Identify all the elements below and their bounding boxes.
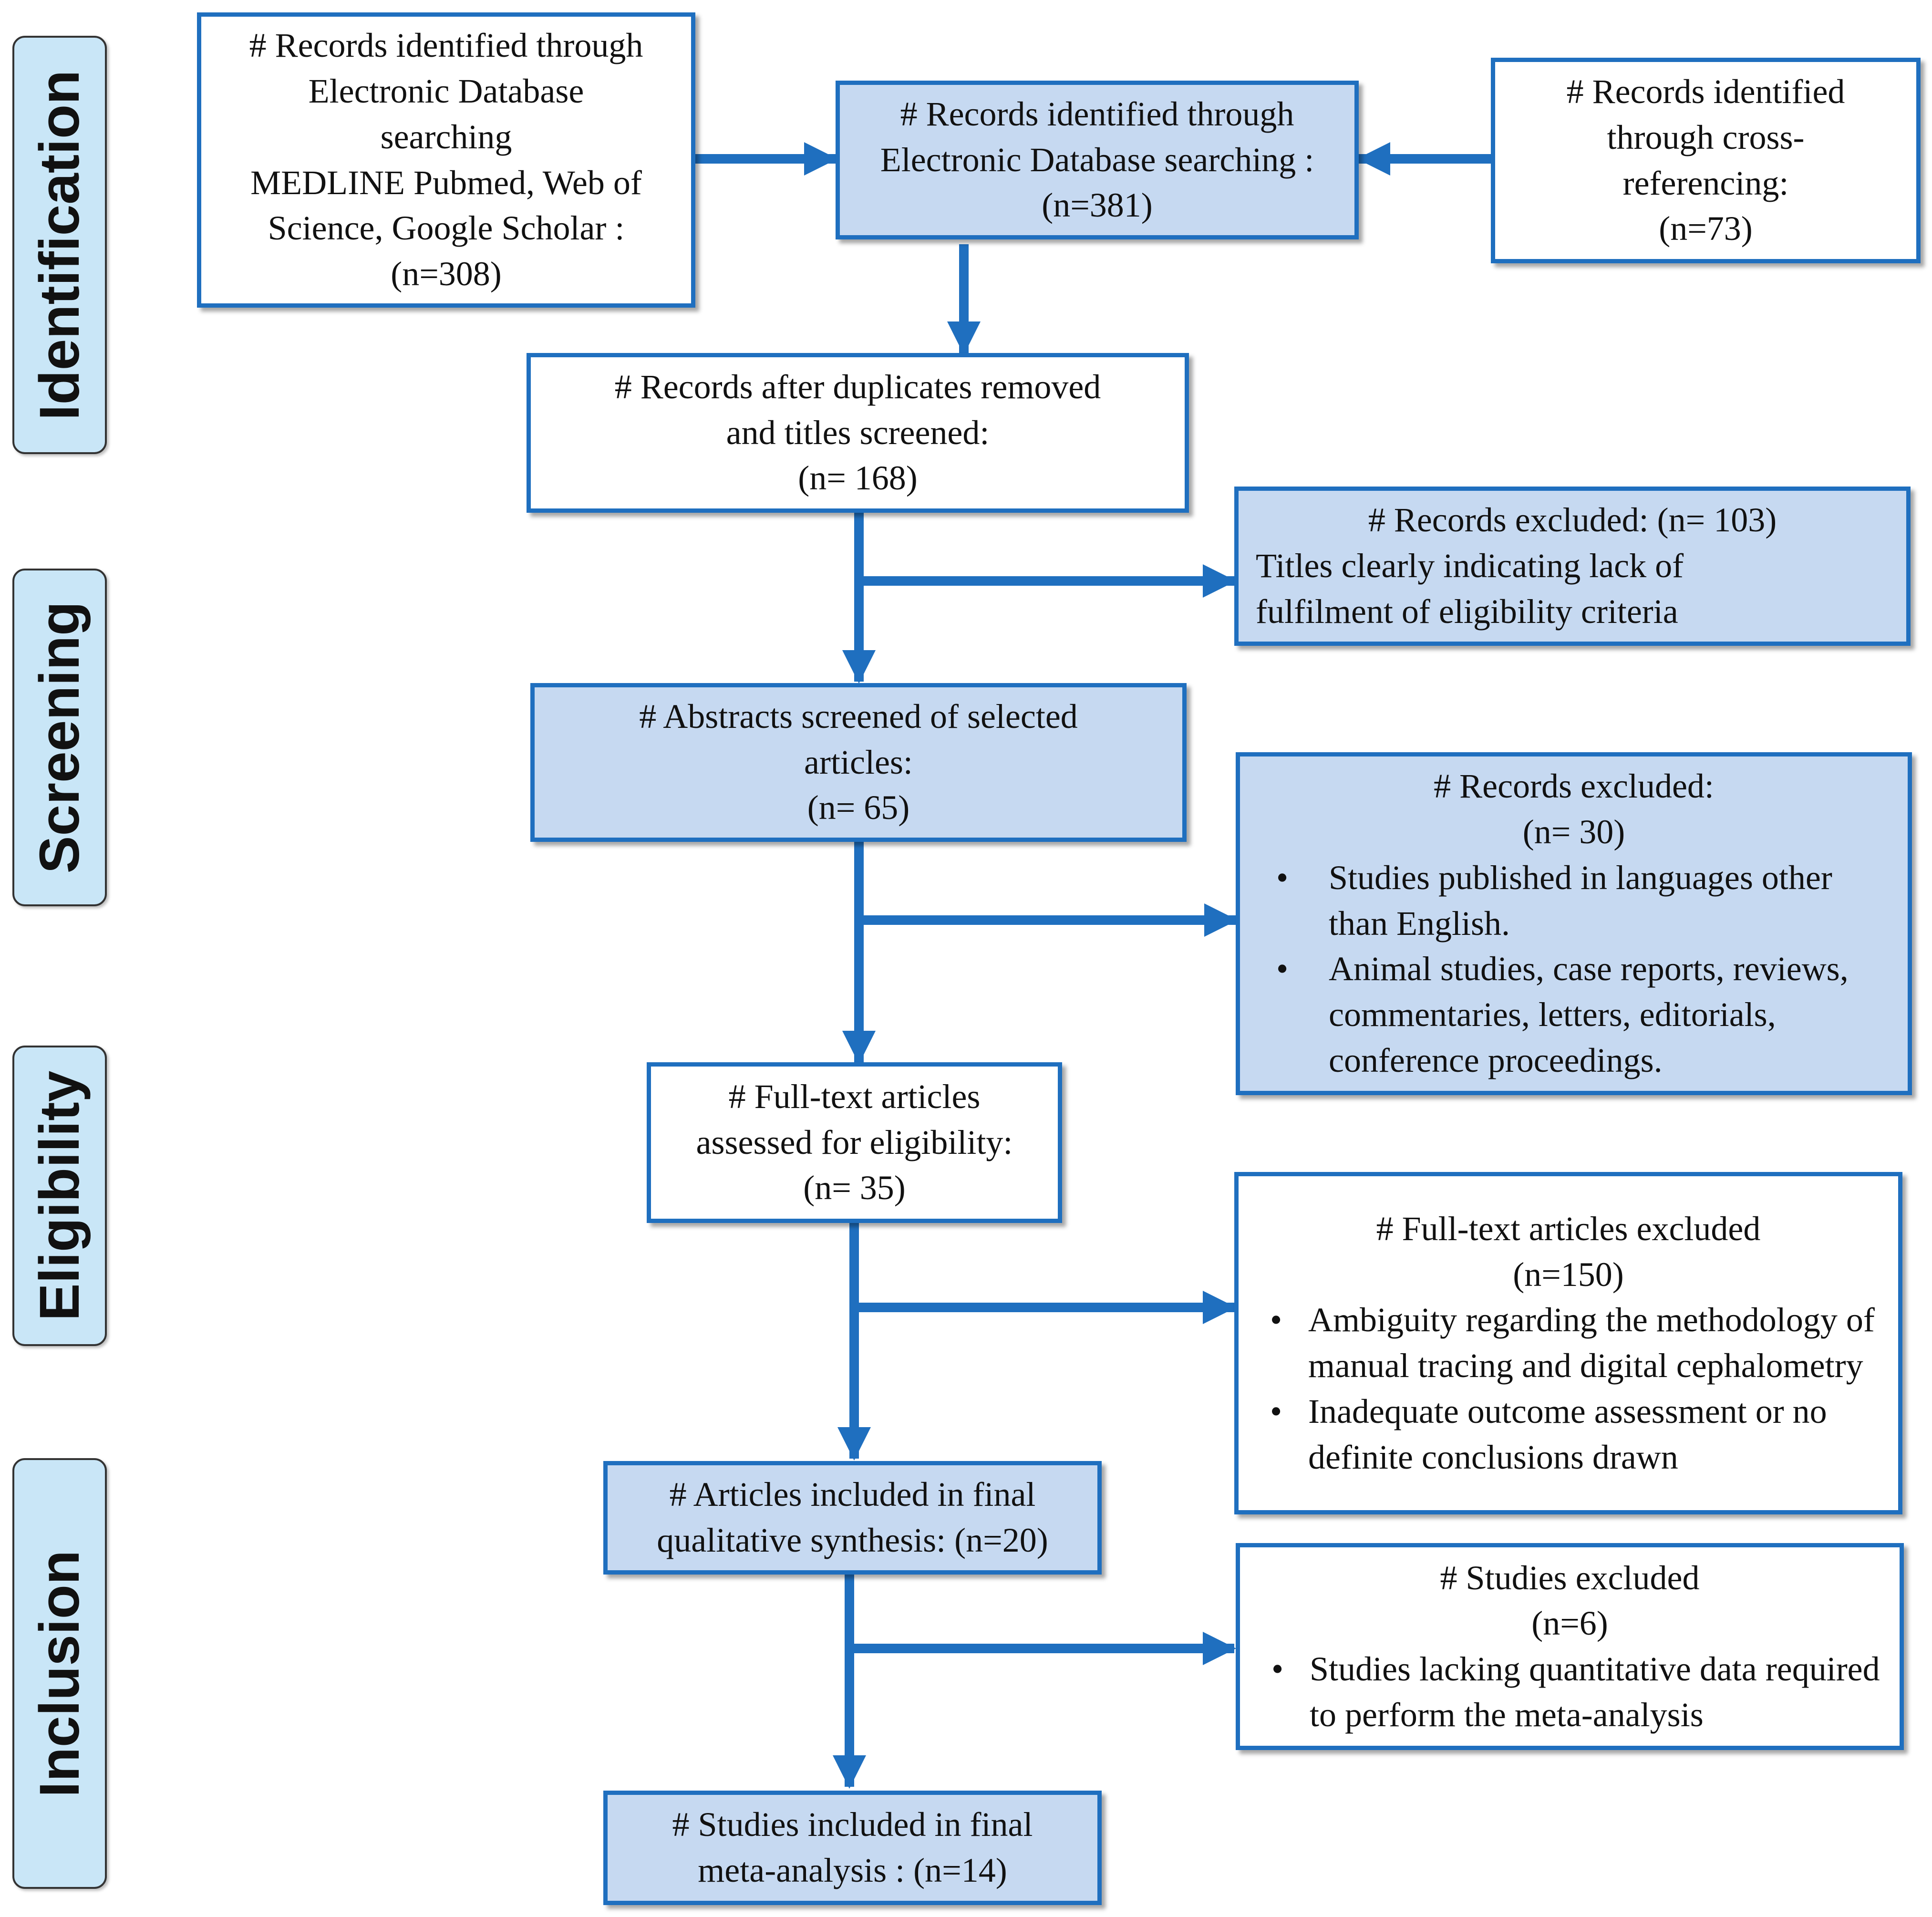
text-line: # Abstracts screened of selected bbox=[639, 697, 1078, 736]
list-item: Animal studies, case reports, reviews, c… bbox=[1257, 946, 1891, 1083]
text-line: through cross- bbox=[1607, 118, 1805, 156]
list-item: Ambiguity regarding the methodology of m… bbox=[1256, 1297, 1881, 1389]
fulltext-box: # Full-text articles assessed for eligib… bbox=[647, 1062, 1062, 1223]
text-line: searching bbox=[380, 117, 512, 156]
box-count: (n=6) bbox=[1531, 1604, 1608, 1643]
text-line: fulfilment of eligibility criteria bbox=[1256, 592, 1678, 631]
phase-label-inclusion: Inclusion bbox=[12, 1458, 107, 1889]
box-heading: # Records excluded: (n= 103) bbox=[1368, 501, 1777, 539]
excluded-abstracts-box: # Records excluded: (n= 30) Studies publ… bbox=[1236, 752, 1912, 1095]
text-line: qualitative synthesis: (n=20) bbox=[657, 1521, 1048, 1559]
text-line: Electronic Database searching : bbox=[880, 140, 1314, 179]
phase-label-eligibility: Eligibility bbox=[12, 1046, 107, 1346]
phase-inclusion-text: Inclusion bbox=[28, 1550, 91, 1797]
after-duplicates-box: # Records after duplicates removed and t… bbox=[527, 353, 1189, 513]
text-line: MEDLINE Pubmed, Web of bbox=[250, 163, 642, 202]
box-heading: # Studies excluded bbox=[1440, 1558, 1700, 1597]
text-line: # Studies included in final bbox=[672, 1805, 1033, 1844]
qualitative-synthesis-box: # Articles included in final qualitative… bbox=[603, 1461, 1102, 1575]
text-line: (n= 168) bbox=[798, 459, 918, 497]
box-heading: # Records excluded: bbox=[1434, 767, 1714, 806]
exclusion-reason-list: Ambiguity regarding the methodology of m… bbox=[1256, 1297, 1881, 1480]
phase-eligibility-text: Eligibility bbox=[28, 1070, 91, 1321]
list-item: Studies lacking quantitative data requir… bbox=[1257, 1647, 1882, 1738]
list-item: Studies published in languages other tha… bbox=[1257, 855, 1891, 947]
text-line: # Records after duplicates removed bbox=[614, 367, 1101, 406]
box-heading: # Full-text articles excluded bbox=[1376, 1209, 1761, 1248]
text-line: # Records identified through bbox=[900, 94, 1294, 133]
text-line: (n=381) bbox=[1042, 186, 1153, 225]
text-line: # Records identified through bbox=[249, 26, 643, 65]
text-line: (n=73) bbox=[1659, 209, 1753, 248]
text-line: (n= 35) bbox=[803, 1169, 906, 1207]
list-item: Inadequate outcome assessment or no defi… bbox=[1256, 1389, 1881, 1481]
text-line: referencing: bbox=[1622, 164, 1789, 202]
exclusion-reason-list: Studies lacking quantitative data requir… bbox=[1257, 1647, 1882, 1738]
phase-label-screening: Screening bbox=[12, 569, 107, 906]
cross-reference-box: # Records identified through cross- refe… bbox=[1491, 58, 1921, 263]
phase-identification-text: Identification bbox=[28, 70, 91, 420]
text-line: # Articles included in final bbox=[669, 1475, 1036, 1514]
abstracts-box: # Abstracts screened of selected article… bbox=[530, 683, 1187, 842]
db-total-box: # Records identified through Electronic … bbox=[836, 81, 1359, 239]
text-line: Science, Google Scholar : bbox=[268, 209, 625, 248]
text-line: assessed for eligibility: bbox=[696, 1123, 1013, 1161]
text-line: # Records identified bbox=[1566, 73, 1845, 111]
db-sources-box: # Records identified through Electronic … bbox=[197, 12, 695, 308]
exclusion-reason-list: Studies published in languages other tha… bbox=[1257, 855, 1891, 1084]
phase-label-identification: Identification bbox=[12, 36, 107, 454]
text-line: articles: bbox=[804, 743, 913, 781]
text-line: meta-analysis : (n=14) bbox=[698, 1851, 1007, 1889]
excluded-fulltext-box: # Full-text articles excluded (n=150) Am… bbox=[1234, 1172, 1902, 1514]
text-line: Titles clearly indicating lack of bbox=[1256, 547, 1684, 585]
excluded-studies-box: # Studies excluded (n=6) Studies lacking… bbox=[1236, 1543, 1904, 1750]
phase-screening-text: Screening bbox=[28, 601, 91, 874]
text-line: (n=308) bbox=[391, 255, 502, 293]
text-line: # Full-text articles bbox=[728, 1077, 981, 1116]
meta-analysis-box: # Studies included in final meta-analysi… bbox=[603, 1791, 1102, 1905]
box-count: (n= 30) bbox=[1522, 813, 1625, 851]
box-count: (n=150) bbox=[1513, 1255, 1624, 1294]
text-line: (n= 65) bbox=[807, 788, 910, 827]
text-line: Electronic Database bbox=[308, 72, 584, 110]
text-line: and titles screened: bbox=[726, 413, 990, 452]
excluded-titles-box: # Records excluded: (n= 103) Titles clea… bbox=[1234, 487, 1911, 646]
